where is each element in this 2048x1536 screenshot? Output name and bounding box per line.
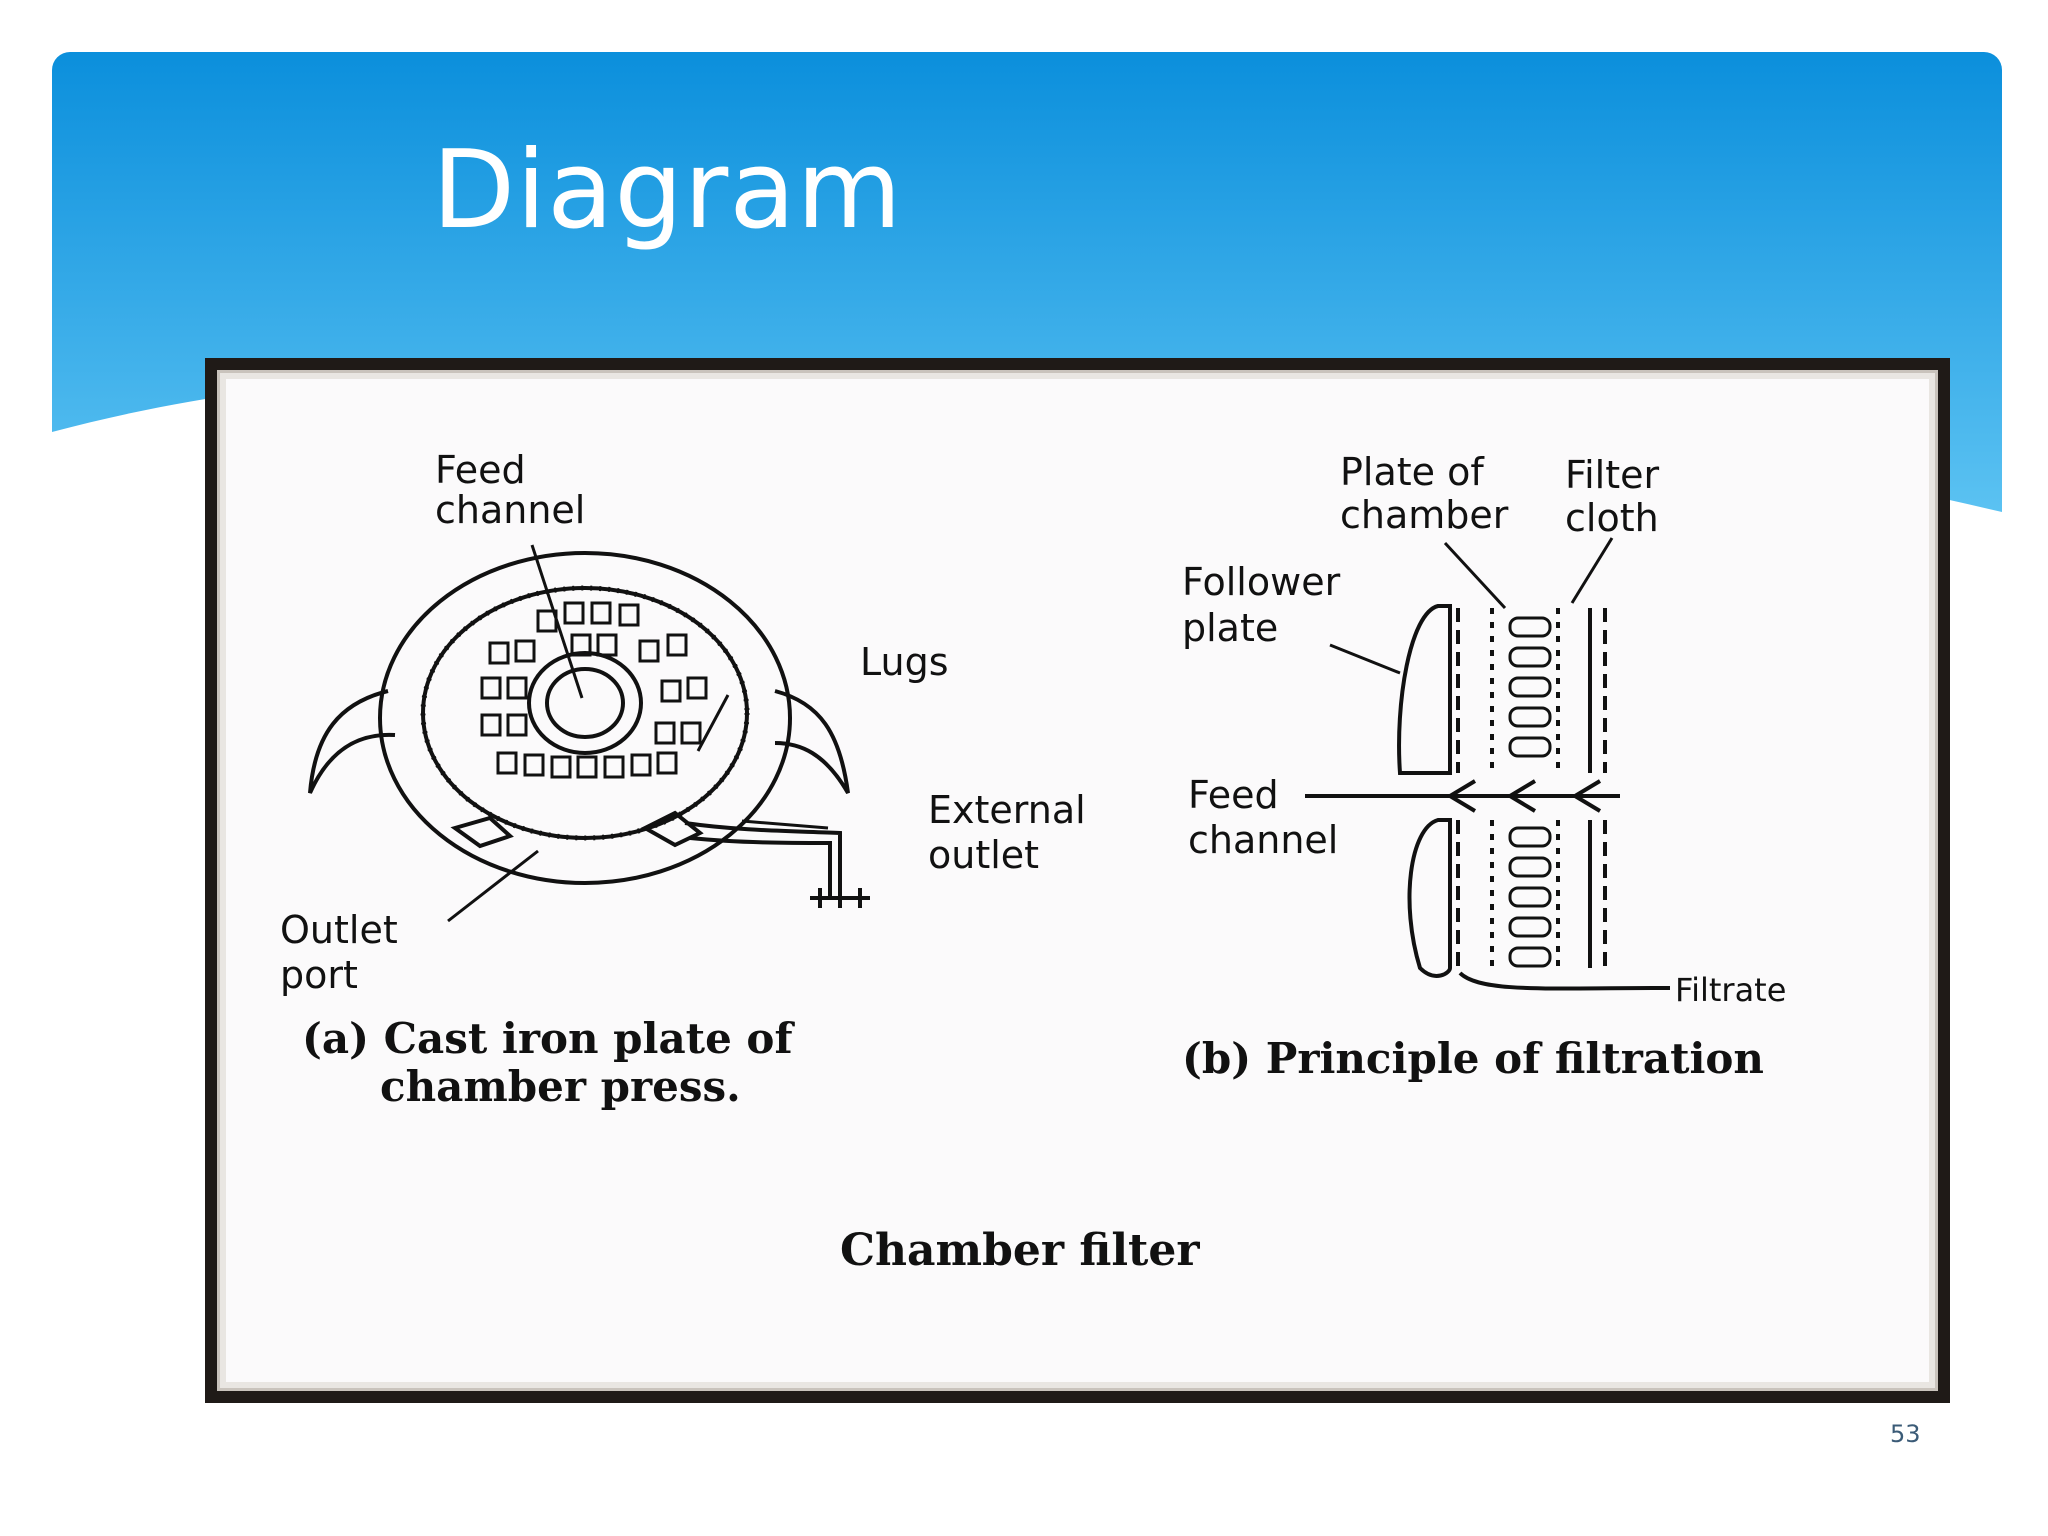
outlet-port-label-line2: port [280,953,358,997]
external-outlet-label-line1: External [928,788,1086,832]
outlet-port-label-line1: Outlet [280,908,398,952]
feed-channel-label-line1: Feed [435,448,526,492]
diagram-canvas: Feed channel Lugs External outlet Outlet… [217,370,1938,1391]
feed-channel-b-label-line2: channel [1188,818,1338,862]
follower-plate-label-line1: Follower [1182,560,1341,604]
feed-channel-b-label-line1: Feed [1188,773,1279,817]
plate-of-chamber-label-line2: chamber [1340,493,1509,537]
chamber-filter-diagram: Feed channel Lugs External outlet Outlet… [280,448,1786,1276]
caption-a: (a) Cast iron plate of chamber press. [302,1014,795,1111]
plate-of-chamber-label-line1: Plate of [1340,450,1485,494]
leader-lines-a [447,544,829,923]
slide-number: 53 [1890,1420,1921,1448]
figure-caption: Chamber filter [840,1225,1200,1276]
caption-a-line1: (a) Cast iron plate of [302,1014,795,1063]
diagram-frame: Feed channel Lugs External outlet Outlet… [205,358,1950,1403]
external-outlet-label-line2: outlet [928,833,1039,877]
filter-cloth-label-line2: cloth [1565,496,1659,540]
cloth-rollers [1508,616,1552,968]
caption-a-line2: chamber press. [380,1062,741,1111]
slide-title: Diagram [432,128,903,253]
cast-iron-plate-drawing [308,551,870,908]
lugs-label: Lugs [860,640,949,684]
chamber-holes [480,601,708,779]
labels-a: Feed channel Lugs External outlet Outlet… [280,448,1086,997]
filtrate-label: Filtrate [1675,971,1786,1009]
caption-b: (b) Principle of filtration [1182,1034,1764,1083]
labels-b: Plate of chamber Filter cloth Follower p… [1182,450,1786,1009]
follower-plate-label-line2: plate [1182,606,1278,650]
feed-channel-label-line2: channel [435,488,585,532]
leader-lines-b [1329,537,1614,675]
filter-cloth-label-line1: Filter [1565,453,1659,497]
filtration-principle-drawing [1305,604,1671,991]
